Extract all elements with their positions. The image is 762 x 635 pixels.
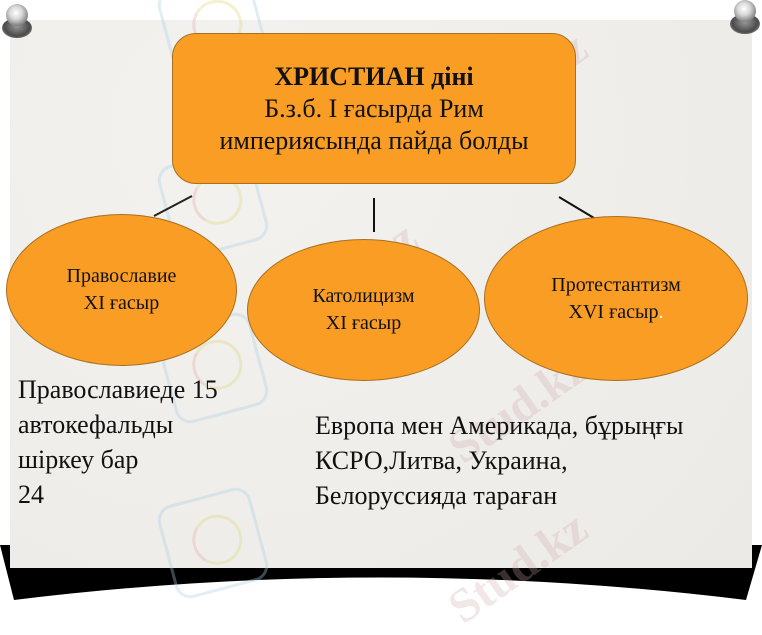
branch-name: Католицизм xyxy=(312,285,415,307)
branch-name: Протестантизм xyxy=(551,273,681,296)
note-line: Православиеде 15 xyxy=(18,375,218,404)
branch-name: Православие xyxy=(66,265,177,287)
note-line: автокефальды xyxy=(18,410,174,439)
pushpin-icon-right xyxy=(730,0,760,34)
main-box-line2: империясында пайда болды xyxy=(219,125,529,155)
branch-orthodoxy: Православие XI ғасыр xyxy=(6,214,237,366)
branch-catholicism: Католицизм XI ғасыр xyxy=(247,239,480,381)
main-box-line1: Б.з.б. І ғасырда Рим xyxy=(264,93,484,123)
christianity-main-box: ХРИСТИАН діні Б.з.б. І ғасырда Рим импер… xyxy=(172,33,576,184)
orthodoxy-note: Православиеде 15 автокефальды шіркеу бар… xyxy=(18,372,218,512)
note-line: Европа мен Америкада, бұрыңғы xyxy=(315,411,684,440)
pushpin-icon-left xyxy=(2,4,32,38)
branch-century: XVI ғасыр xyxy=(568,300,659,323)
protestantism-note: Европа мен Америкада, бұрыңғы КСРО,Литва… xyxy=(315,408,684,513)
main-box-title: ХРИСТИАН діні xyxy=(274,61,474,91)
branch-century: XI ғасыр xyxy=(325,312,402,334)
note-line: 24 xyxy=(18,480,44,509)
note-line: шіркеу бар xyxy=(18,445,139,474)
branch-protestantism: Протестантизм XVI ғасыр. xyxy=(484,216,748,381)
trailing-dot: . xyxy=(658,300,664,323)
note-line: КСРО,Литва, Украина, xyxy=(315,446,568,475)
note-line: Белоруссияда тараған xyxy=(315,481,558,510)
branch-century: XI ғасыр xyxy=(83,292,160,314)
